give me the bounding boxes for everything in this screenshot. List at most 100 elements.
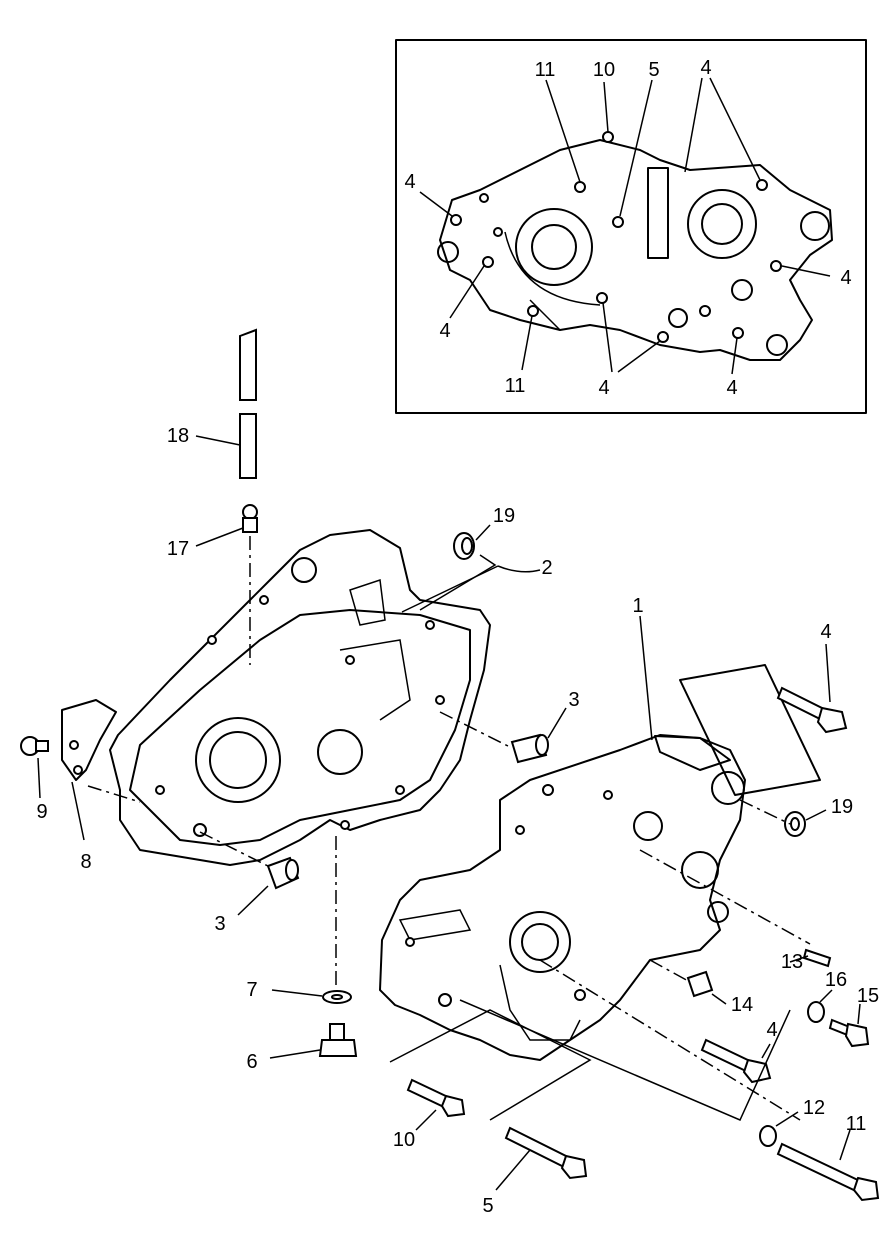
- part-6-drain-plug: 6: [246, 1023, 358, 1073]
- bolt-4b-head: [742, 1058, 772, 1084]
- dowel-head: [242, 504, 258, 520]
- part-3-dowel-b: 3: [199, 831, 300, 935]
- part-19-seal-upper: 19: [419, 505, 515, 611]
- right-case-boss: [633, 811, 663, 841]
- label-17: 17: [167, 538, 189, 560]
- inset-hole: [527, 305, 539, 317]
- bolt-9-shank: [35, 740, 49, 752]
- leader-9: [37, 757, 41, 799]
- part-9-bolt: 9: [20, 736, 49, 823]
- left-case-outline: [109, 529, 491, 866]
- leader-15: [857, 1003, 861, 1025]
- right-case-bearing-outer: [509, 911, 571, 973]
- inset-frame: [395, 39, 867, 414]
- label-2: 2: [541, 557, 552, 579]
- left-case-rib: [339, 639, 411, 721]
- stud-axis: [639, 849, 811, 945]
- inset-callout: 4: [439, 320, 450, 342]
- inset-web-2: [529, 299, 561, 331]
- inset-panel: 11 10 5 4 4 4 4 11 4 4: [395, 39, 867, 414]
- leader-13: [789, 955, 809, 963]
- inset-callout: 4: [700, 57, 711, 79]
- inset-hole: [482, 256, 494, 268]
- label-10: 10: [393, 1129, 415, 1151]
- inset-callout: 11: [505, 375, 526, 397]
- left-case-bolt-holes: [155, 595, 445, 837]
- left-case-bearing-outer: [195, 717, 281, 803]
- leader-1: [639, 615, 653, 741]
- inset-callout: 4: [840, 267, 851, 289]
- part-8-bracket: 8: [61, 699, 141, 873]
- right-case-port: [711, 771, 745, 805]
- dowel-b-end: [285, 859, 299, 881]
- inset-hole: [596, 292, 608, 304]
- bracket-axis: [87, 785, 141, 803]
- leader-5: [495, 1149, 531, 1191]
- plug-6-head: [318, 1039, 358, 1057]
- dowel-body: [242, 517, 258, 533]
- inset-hole: [602, 131, 614, 143]
- stud-13-body: [802, 948, 832, 968]
- label-3a: 3: [568, 689, 579, 711]
- inset-hole: [612, 216, 624, 228]
- inset-leaders: [419, 77, 831, 375]
- right-case-gear-boss: [681, 851, 719, 889]
- right-case-bearing-inner: [521, 923, 559, 961]
- leader-2-hook: [497, 565, 541, 573]
- leader-18: [195, 435, 241, 446]
- inset-callout: 10: [593, 59, 615, 81]
- label-4b: 4: [766, 1019, 777, 1041]
- inset-callout: 5: [648, 59, 659, 81]
- inset-hole: [574, 181, 586, 193]
- bolt-4-bracket: [679, 664, 821, 796]
- part-2-left-crankcase: 2: [109, 529, 553, 866]
- inset-hole: [493, 227, 503, 237]
- label-4a: 4: [820, 621, 831, 643]
- label-6: 6: [246, 1051, 257, 1073]
- part-5-bolt: 5: [482, 1126, 588, 1217]
- washer-7: [322, 990, 352, 1004]
- bolt-11-head: [852, 1176, 880, 1202]
- bolt-4b-bracket: [459, 999, 791, 1121]
- bracket-hole: [69, 740, 79, 750]
- label-12: 12: [803, 1097, 825, 1119]
- dowel-a-axis: [439, 711, 513, 749]
- label-19b: 19: [831, 796, 853, 818]
- part-14-plug: 14: [649, 959, 753, 1016]
- right-case-tab: [398, 909, 472, 941]
- inset-boss-4: [668, 308, 688, 328]
- bolt-5-head: [560, 1154, 588, 1180]
- inset-hole: [479, 193, 489, 203]
- bolt-4b-axis: [539, 959, 801, 1121]
- inset-callout: 4: [404, 171, 415, 193]
- plug-6-thread: [329, 1023, 345, 1041]
- leader-7: [271, 989, 323, 997]
- inset-boss-5: [437, 241, 459, 263]
- bolt-10-bracket: [389, 1009, 592, 1121]
- leader-11: [839, 1129, 851, 1161]
- inset-callout: 4: [726, 377, 737, 399]
- bolt-11-shank: [776, 1142, 864, 1194]
- inset-hole: [732, 327, 744, 339]
- label-3b: 3: [214, 913, 225, 935]
- right-case-top-flange: [654, 735, 731, 771]
- leader-14: [711, 993, 727, 1005]
- seal-b-axis: [739, 799, 791, 825]
- label-5: 5: [482, 1195, 493, 1217]
- leader-8: [71, 781, 85, 841]
- part-1-right-crankcase: 1: [379, 595, 746, 1061]
- right-case-bolt-holes: [405, 784, 613, 1007]
- bolt-4a-shank: [776, 686, 828, 722]
- leader-4a: [825, 643, 831, 703]
- inset-hole: [450, 214, 462, 226]
- label-7: 7: [246, 979, 257, 1001]
- inset-left-bearing-outer: [515, 208, 593, 286]
- part-12-washer: 12: [759, 1097, 825, 1147]
- inset-hole: [770, 260, 782, 272]
- label-15: 15: [857, 985, 879, 1007]
- washer-12: [759, 1125, 777, 1147]
- bolt-4a-head: [816, 706, 848, 734]
- seal-guide-a: [419, 554, 497, 611]
